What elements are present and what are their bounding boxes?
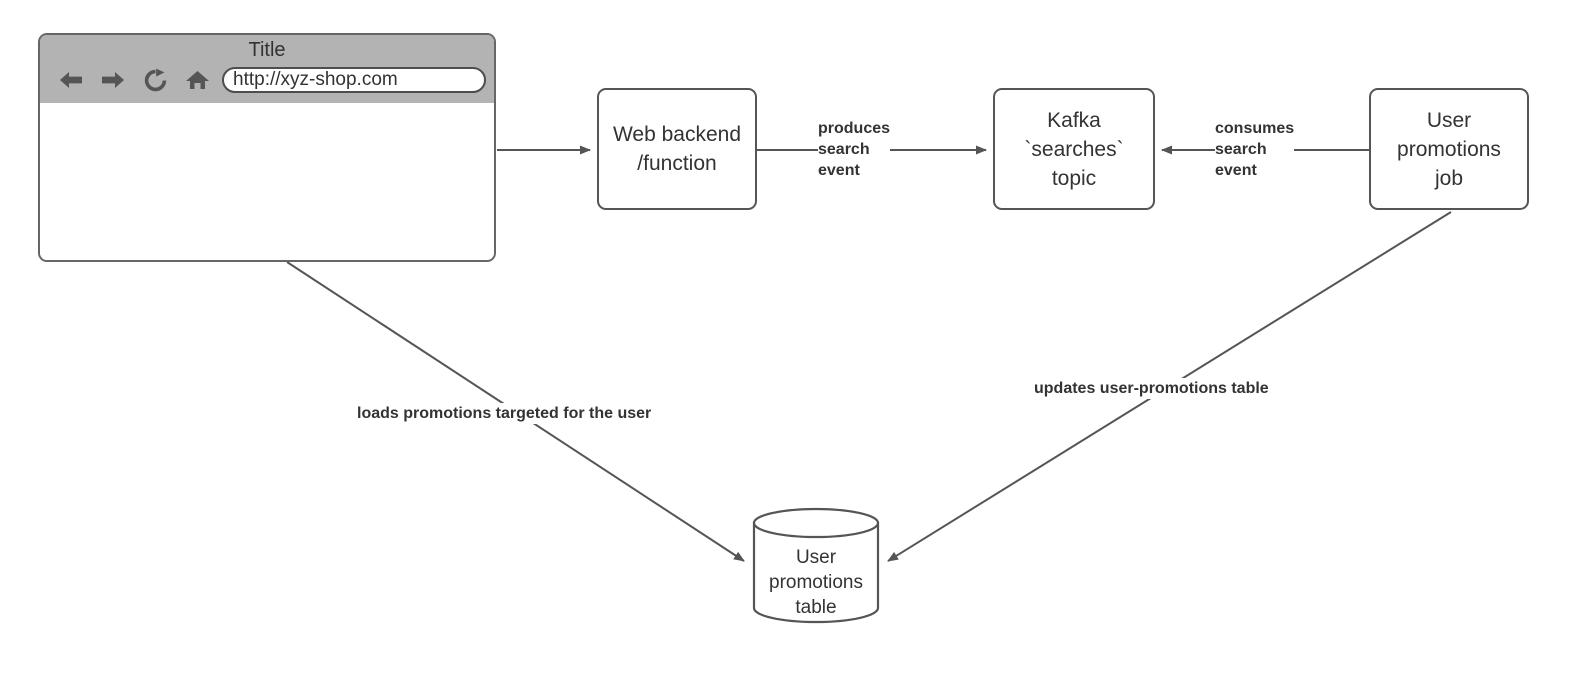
- back-icon[interactable]: [50, 65, 92, 95]
- home-icon[interactable]: [176, 65, 218, 95]
- browser-window[interactable]: Title: [38, 33, 496, 262]
- node-user-promotions-table[interactable]: User promotions table: [752, 507, 880, 624]
- edge-label-consumes-search-event: consumes search event: [1215, 118, 1295, 181]
- node-web-backend[interactable]: Web backend /function: [597, 88, 757, 210]
- edge-label-updates-user-promotions-table: updates user-promotions table: [1032, 378, 1271, 399]
- node-user-promotions-job[interactable]: User promotions job: [1369, 88, 1529, 210]
- edge-label-loads-promotions: loads promotions targeted for the user: [355, 403, 654, 424]
- address-bar[interactable]: http://xyz-shop.com: [222, 67, 486, 93]
- cylinder-shape: [752, 507, 880, 624]
- address-bar-value: http://xyz-shop.com: [233, 69, 398, 90]
- node-kafka-searches-topic[interactable]: Kafka `searches` topic: [993, 88, 1155, 210]
- browser-title: Title: [248, 39, 286, 61]
- browser-chrome: Title: [40, 35, 494, 105]
- cylinder-label: User promotions table: [769, 547, 863, 618]
- edge-label-produces-search-event: produces search event: [818, 118, 891, 181]
- reload-icon[interactable]: [134, 65, 176, 95]
- forward-icon[interactable]: [92, 65, 134, 95]
- browser-toolbar: http://xyz-shop.com: [50, 63, 486, 97]
- browser-viewport: [40, 103, 494, 260]
